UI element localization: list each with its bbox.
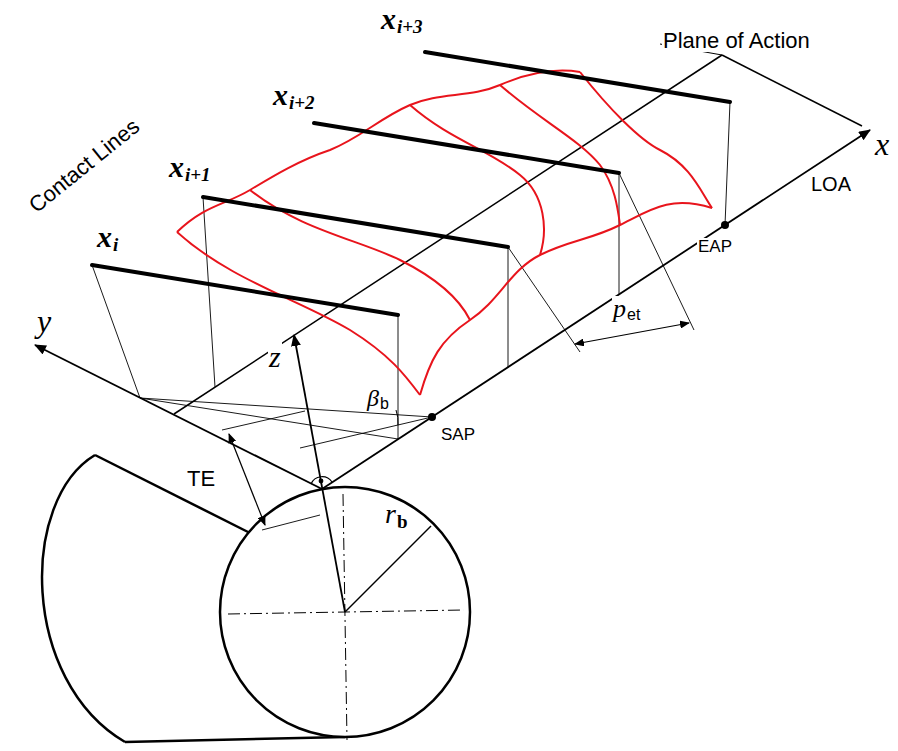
construction-line — [300, 417, 432, 448]
subscript: i+3 — [396, 17, 424, 36]
dimension-line — [229, 434, 265, 525]
construction-line — [140, 398, 398, 439]
subscript: et — [626, 307, 641, 323]
plane-outline — [722, 55, 862, 126]
center-line — [343, 494, 347, 740]
plane-outline — [174, 55, 722, 414]
dimension-line — [575, 323, 689, 344]
contact-line — [314, 123, 619, 173]
contact-line — [425, 52, 730, 102]
contact-line — [92, 265, 398, 315]
base-cylinder — [125, 737, 345, 742]
group-label: Contact Lines — [24, 114, 144, 217]
right-angle-mark — [311, 477, 332, 484]
construction-line — [262, 515, 320, 530]
construction-line — [725, 102, 730, 225]
subscript: b — [396, 512, 409, 531]
right-angle-mark — [311, 477, 332, 484]
center-line — [228, 494, 464, 740]
base-cylinder — [42, 455, 125, 742]
contact-line — [92, 52, 730, 315]
axis-label: x — [874, 128, 890, 160]
contact-line-label: x — [96, 222, 113, 252]
axis-line — [294, 335, 345, 612]
subscript: i+2 — [288, 93, 316, 112]
dimension-label: p — [612, 296, 627, 322]
axis-line — [35, 130, 870, 612]
dimension-label: TE — [186, 468, 216, 490]
point-label: EAP — [697, 238, 733, 255]
contact-line-label: x — [380, 4, 397, 34]
axis-label: z — [268, 342, 282, 372]
construction-line — [222, 411, 305, 430]
point-label: SAP — [440, 426, 476, 443]
load-surface — [420, 203, 712, 395]
load-surface — [177, 71, 712, 395]
angle-label: β — [366, 386, 380, 410]
plane-label: Plane of Action — [662, 30, 811, 52]
point-dot — [721, 221, 729, 229]
construction-line — [203, 197, 215, 387]
line-label: LOA — [810, 174, 852, 194]
right-angle-mark — [319, 479, 323, 483]
construction-line — [92, 102, 730, 530]
contact-line — [203, 197, 508, 247]
contact-line-label: x — [272, 80, 289, 110]
point-dot — [428, 221, 729, 421]
plane-outline — [174, 55, 862, 414]
subscript: i — [112, 235, 119, 254]
load-surface — [580, 72, 712, 208]
angle-arc — [396, 410, 398, 425]
load-surface — [177, 71, 580, 232]
construction-line — [508, 247, 580, 352]
construction-line — [508, 247, 509, 367]
base-cylinder — [95, 455, 250, 533]
construction-line — [619, 173, 620, 294]
subscript: i+1 — [184, 165, 212, 184]
base-cylinder — [42, 455, 470, 742]
construction-line — [619, 173, 694, 330]
contact-line-label: x — [168, 152, 185, 182]
axis-line — [322, 130, 870, 489]
subscript: b — [379, 396, 390, 412]
axis-label: y — [36, 305, 52, 337]
construction-line — [92, 265, 140, 398]
radius-line — [345, 526, 431, 612]
point-dot — [428, 413, 436, 421]
